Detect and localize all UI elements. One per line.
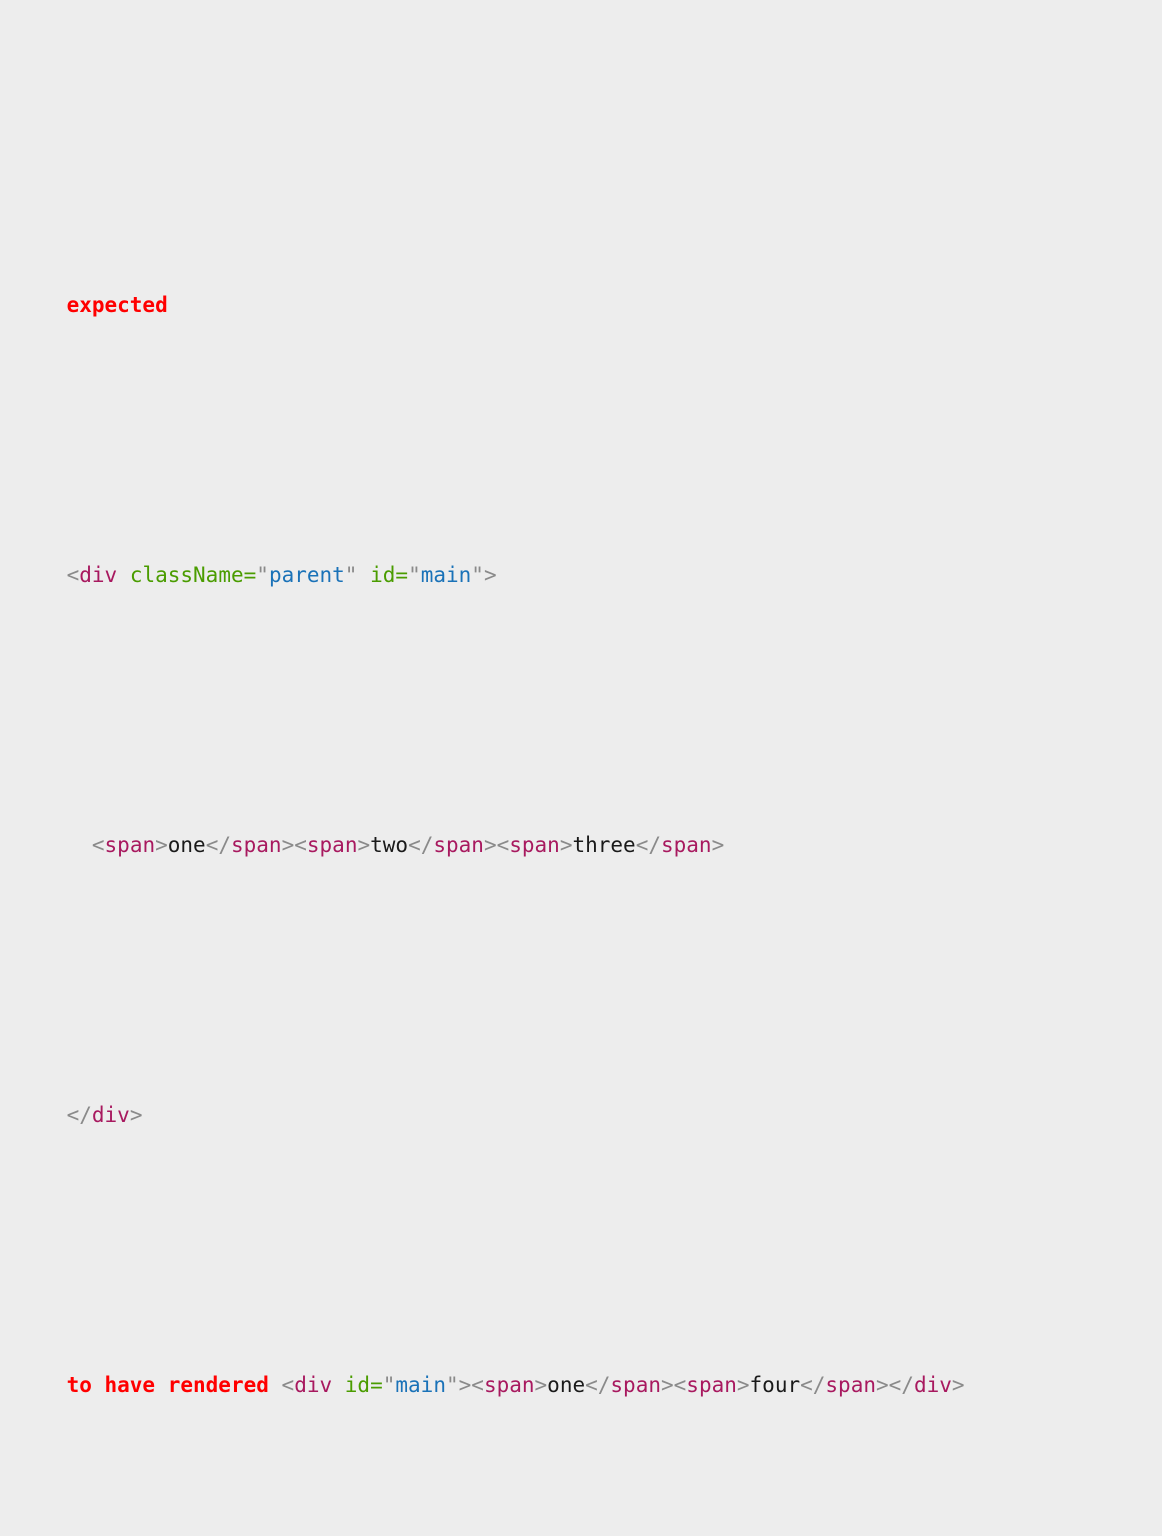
tag-span: span: [825, 1373, 876, 1397]
tag-span: span: [661, 833, 712, 857]
close-bracket-icon: >: [711, 833, 725, 857]
expected-label-line: expected: [0, 224, 1162, 317]
expected-div-close-line: </div>: [0, 1034, 1162, 1127]
indent: [67, 833, 92, 857]
attr-classname: className: [129, 563, 244, 587]
tag-span: span: [104, 833, 156, 857]
expected-spans-line: <span>one</span><span>two</span><span>th…: [0, 764, 1162, 857]
open-bracket-icon: <: [496, 833, 510, 857]
close-bracket-icon: >: [458, 1373, 472, 1397]
open-bracket-icon: <: [66, 563, 80, 587]
tag-div: div: [91, 1103, 130, 1127]
quote-close: ": [471, 563, 484, 587]
value-main: main: [395, 1373, 446, 1397]
tag-span: span: [306, 833, 358, 857]
close-bracket-icon: >: [559, 833, 573, 857]
space: [269, 1373, 282, 1397]
open-bracket-icon: <: [281, 1373, 295, 1397]
open-bracket-icon: <: [673, 1373, 687, 1397]
tag-span: span: [231, 833, 282, 857]
text-four: four: [749, 1373, 801, 1397]
close-bracket-icon: >: [155, 833, 168, 857]
close-bracket-icon: >: [660, 1373, 674, 1397]
expected-div-open-line: <div className="parent" id="main">: [0, 494, 1162, 587]
equals-sign: =: [395, 563, 409, 587]
quote-close: ": [445, 1373, 459, 1397]
quote-open: ": [408, 563, 421, 587]
text-one: one: [167, 833, 206, 857]
equals-sign: =: [370, 1373, 383, 1397]
open-close-bracket-icon: </: [888, 1373, 914, 1397]
open-close-bracket-icon: </: [800, 1373, 826, 1397]
open-bracket-icon: <: [294, 833, 307, 857]
equals-sign: =: [243, 563, 257, 587]
open-close-bracket-icon: </: [408, 833, 434, 857]
value-parent: parent: [268, 563, 345, 587]
open-bracket-icon: <: [91, 833, 105, 857]
close-bracket-icon: >: [357, 833, 371, 857]
tag-div: div: [294, 1373, 333, 1397]
value-main: main: [420, 563, 472, 587]
space: [357, 563, 370, 587]
close-bracket-icon: >: [483, 833, 497, 857]
text-three: three: [572, 833, 636, 857]
open-bracket-icon: <: [471, 1373, 484, 1397]
text-one: one: [547, 1373, 586, 1397]
open-close-bracket-icon: </: [635, 833, 661, 857]
tag-div: div: [913, 1373, 952, 1397]
attr-id: id: [370, 563, 396, 587]
open-close-bracket-icon: </: [66, 1103, 92, 1127]
quote-open: ": [256, 563, 269, 587]
tag-span: span: [483, 1373, 535, 1397]
tag-span: span: [509, 833, 560, 857]
to-have-rendered-label: to have rendered: [66, 1373, 269, 1397]
tag-span: span: [433, 833, 484, 857]
close-bracket-icon: >: [129, 1103, 143, 1127]
open-close-bracket-icon: </: [585, 1373, 611, 1397]
quote-close: ": [344, 563, 358, 587]
space: [117, 563, 130, 587]
close-bracket-icon: >: [951, 1373, 965, 1397]
close-bracket-icon: >: [483, 563, 497, 587]
close-bracket-icon: >: [875, 1373, 889, 1397]
text-two: two: [370, 833, 409, 857]
close-bracket-icon: >: [281, 833, 295, 857]
attr-id: id: [344, 1373, 371, 1397]
tag-div: div: [79, 563, 118, 587]
quote-open: ": [382, 1373, 396, 1397]
close-bracket-icon: >: [534, 1373, 548, 1397]
close-bracket-icon: >: [736, 1373, 750, 1397]
space: [332, 1373, 345, 1397]
to-have-rendered-line: to have rendered <div id="main"><span>on…: [0, 1304, 1162, 1397]
open-close-bracket-icon: </: [205, 833, 231, 857]
tag-span: span: [686, 1373, 737, 1397]
expected-label: expected: [66, 293, 168, 317]
tag-span: span: [610, 1373, 661, 1397]
